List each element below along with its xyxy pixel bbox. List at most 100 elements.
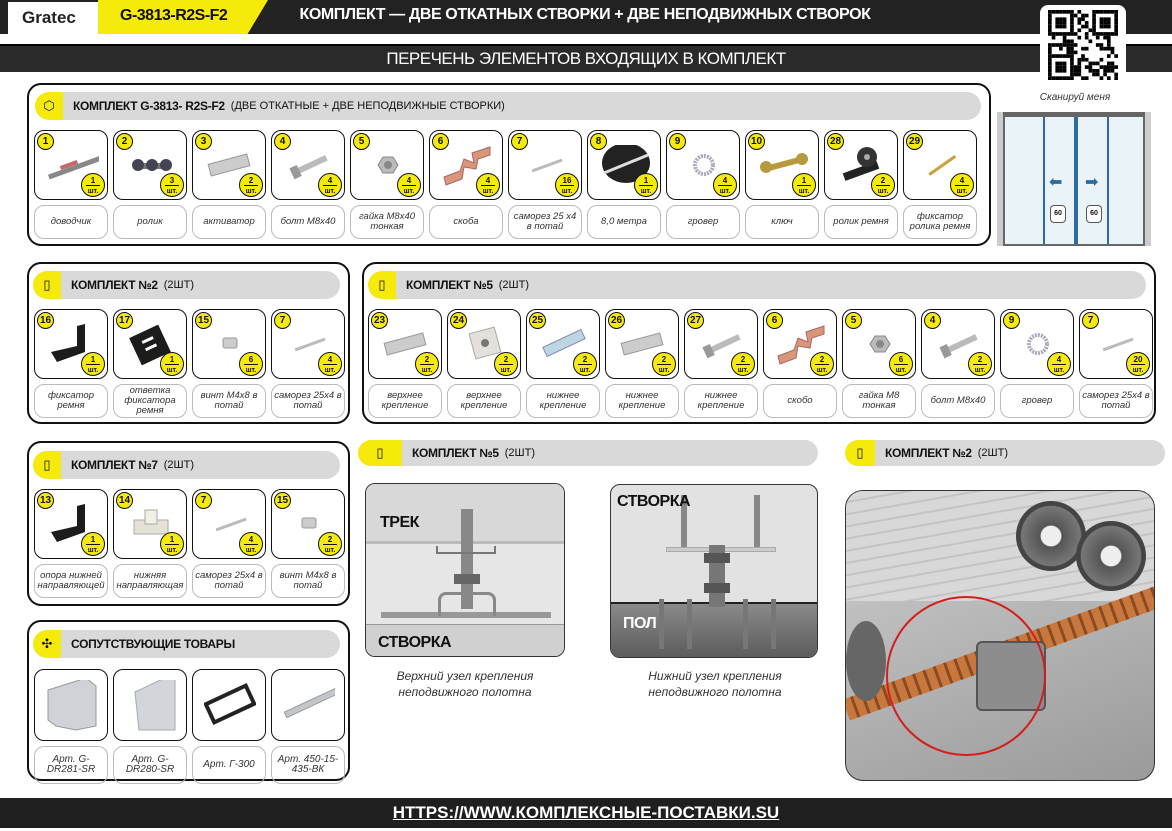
rod-image-icon [48,155,99,180]
item-label: опора нижней направляющей [34,564,108,598]
plate-image-icon [620,332,664,356]
quantity-value: 1 [639,176,653,186]
item-number: 3 [195,133,212,150]
item-number: 16 [37,312,54,329]
profile-image-icon [47,680,97,731]
quantity-unit: шт. [816,367,828,374]
website-link[interactable]: HTTPS://WWW.КОМПЛЕКСНЫЕ-ПОСТАВКИ.SU [0,798,1172,828]
item-label: 8,0 метра [587,205,661,239]
kit7-subtitle: (2ШТ) [163,459,194,471]
item-image [192,669,266,741]
quantity-unit: шт. [324,547,336,554]
item-number: 7 [1082,312,1099,329]
item-number: 4 [924,312,941,329]
belt-fixator-illustration [845,490,1155,781]
blueplate-image-icon [542,328,586,358]
item-number: 17 [116,312,133,329]
item-label: верхнее крепление [447,384,521,418]
item-number: 9 [1003,312,1020,329]
kit2-subtitle: (2ШТ) [163,279,194,291]
kit2-header: ▯ КОМПЛЕКТ №2 (2ШТ) [33,271,340,299]
item-label: нижняя направляющая [113,564,187,598]
item-label: фиксатор ролика ремня [903,205,977,239]
quantity-value: 1 [165,355,179,365]
main-kit-panel: ⬡ КОМПЛЕКТ G-3813- R2S-F2 (ДВЕ ОТКАТНЫЕ … [27,83,991,246]
qr-code[interactable] [1040,5,1126,85]
puzzle-icon: ✣ [33,630,61,658]
page-title: КОМПЛЕКТ — ДВЕ ОТКАТНЫХ СТВОРКИ + ДВЕ НЕ… [299,6,871,23]
item-number: 6 [432,133,449,150]
weight-icon: 60 [1050,205,1066,223]
item-number: 5 [845,312,862,329]
quantity-value: 1 [86,355,100,365]
quantity-unit: шт. [974,367,986,374]
item-number: 10 [748,133,765,150]
track-label: ТРЕК [380,514,419,531]
item-label: нижнее крепление [684,384,758,418]
quantity-unit: шт. [87,188,99,195]
smallscrew-image-icon [222,337,238,349]
product-code: G-3813-R2S-F2 [98,0,268,34]
item-number: 2 [116,133,133,150]
quantity-value: 2 [876,176,890,186]
section-title: ПЕРЕЧЕНЬ ЭЛЕМЕНТОВ ВХОДЯЩИХ В КОМПЛЕКТ [0,44,1172,72]
kit5-diagram-subtitle: (2ШТ) [504,447,535,459]
screw-image-icon [215,517,247,532]
related-title: СОПУТСТВУЮЩИЕ ТОВАРЫ [71,637,235,651]
item-number: 8 [590,133,607,150]
plate-image-icon [207,153,251,177]
quantity-unit: шт. [1053,367,1065,374]
item-label: скобо [763,384,837,418]
bracket-image-icon [777,325,825,365]
item-label: нижнее крепление [526,384,600,418]
quantity-unit: шт. [956,188,968,195]
kit5-diagram-title: КОМПЛЕКТ №5 [412,446,499,460]
whiteguide-image-icon [133,509,169,535]
wrench-image-icon [760,153,808,173]
brand-logo: Gratec [8,2,100,34]
kit5-title: КОМПЛЕКТ №5 [406,278,493,292]
frame-image-icon [204,682,256,726]
quantity-value: 4 [718,176,732,186]
item-label: саморез 25х4 в потай [192,564,266,598]
kit2-title: КОМПЛЕКТ №2 [71,278,158,292]
item-label: саморез 25х4 в потай [271,384,345,418]
qr-code-icon [1048,10,1118,80]
item-number: 5 [353,133,370,150]
smallscrew-image-icon [301,517,317,529]
item-label: саморез 25х4 в потай [1079,384,1153,418]
rail-image-icon [283,687,335,719]
weight-icon: 60 [1086,205,1102,223]
item-label: ответка фиксатора ремня [113,384,187,418]
bracket-image-icon [443,146,491,186]
